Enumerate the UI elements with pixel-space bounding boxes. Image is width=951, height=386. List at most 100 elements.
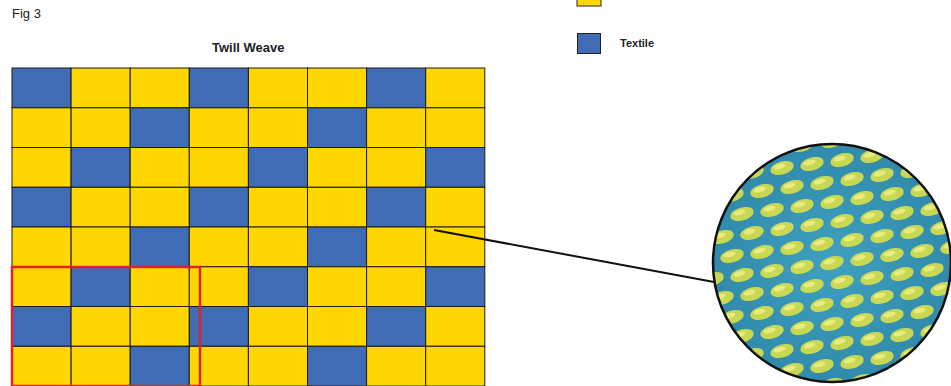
yarn-highlight bbox=[903, 105, 916, 113]
yarn-highlight bbox=[783, 182, 796, 190]
yarn-float bbox=[749, 121, 776, 140]
yarn-float bbox=[609, 221, 636, 240]
yarn-highlight bbox=[653, 179, 666, 187]
yarn-float bbox=[809, 174, 836, 193]
weave-cell bbox=[130, 108, 189, 148]
yarn-float bbox=[949, 196, 951, 215]
weave-cell bbox=[130, 68, 189, 108]
yarn-highlight bbox=[903, 288, 916, 296]
yarn-highlight bbox=[813, 178, 826, 186]
yarn-highlight bbox=[683, 236, 696, 244]
yarn-highlight bbox=[833, 155, 846, 163]
weave-cell bbox=[367, 346, 426, 386]
yarn-highlight bbox=[873, 170, 886, 178]
yarn-float bbox=[579, 225, 606, 244]
weave-cell bbox=[130, 307, 189, 347]
yarn-highlight bbox=[853, 315, 866, 323]
weave-cell bbox=[189, 267, 248, 307]
weave-cell bbox=[248, 267, 307, 307]
yarn-float bbox=[839, 170, 866, 189]
yarn-float bbox=[779, 239, 806, 258]
yarn-highlight bbox=[843, 174, 856, 182]
weave-cell bbox=[130, 148, 189, 188]
weave-cell bbox=[12, 68, 71, 108]
weave-cell bbox=[12, 346, 71, 386]
yarn-highlight bbox=[803, 98, 816, 106]
weave-cell bbox=[189, 307, 248, 347]
yarn-float bbox=[749, 304, 776, 323]
yarn-highlight bbox=[573, 210, 586, 218]
weave-cell bbox=[426, 346, 485, 386]
yarn-highlight bbox=[803, 281, 816, 289]
yarn-highlight bbox=[903, 227, 916, 235]
weave-cell bbox=[367, 187, 426, 227]
yarn-highlight bbox=[813, 117, 826, 125]
yarn-float bbox=[789, 319, 816, 338]
yarn-float bbox=[619, 118, 646, 137]
yarn-highlight bbox=[723, 373, 736, 381]
yarn-float bbox=[759, 323, 786, 342]
yarn-float bbox=[899, 345, 926, 364]
yarn-highlight bbox=[933, 284, 946, 292]
yarn-highlight bbox=[733, 270, 746, 278]
yarn-highlight bbox=[763, 205, 776, 213]
weave-cell bbox=[189, 187, 248, 227]
magnifier-ring bbox=[713, 144, 951, 382]
yarn-float bbox=[539, 149, 566, 168]
yarn-highlight bbox=[723, 251, 736, 259]
yarn-float bbox=[709, 106, 736, 125]
repeat-highlight bbox=[12, 267, 200, 386]
yarn-highlight bbox=[743, 228, 756, 236]
yarn-float bbox=[789, 258, 816, 277]
yarn-float bbox=[849, 250, 876, 269]
yarn-float bbox=[659, 316, 686, 335]
yarn-float bbox=[669, 213, 696, 232]
yarn-highlight bbox=[823, 197, 836, 205]
yarn-highlight bbox=[923, 204, 936, 212]
yarn-float bbox=[789, 197, 816, 216]
yarn-float bbox=[869, 166, 896, 185]
yarn-highlight bbox=[533, 134, 546, 142]
weave-cell bbox=[367, 267, 426, 307]
weave-cell bbox=[12, 148, 71, 188]
yarn-highlight bbox=[823, 319, 836, 327]
yarn-float bbox=[769, 159, 796, 178]
yarn-float bbox=[749, 365, 776, 384]
yarn-highlight bbox=[763, 327, 776, 335]
yarn-highlight bbox=[893, 330, 906, 338]
weave-cell bbox=[426, 108, 485, 148]
yarn-float bbox=[649, 297, 676, 316]
yarn-float bbox=[629, 320, 656, 339]
yarn-highlight bbox=[543, 153, 556, 161]
yarn-float bbox=[659, 377, 686, 386]
weave-cell bbox=[189, 148, 248, 188]
yarn-highlight bbox=[643, 221, 656, 229]
yarn-highlight bbox=[923, 265, 936, 273]
weave-cell bbox=[367, 148, 426, 188]
weave-cell bbox=[71, 148, 130, 188]
yarn-highlight bbox=[653, 118, 666, 126]
yarn-float bbox=[559, 187, 586, 206]
yarn-highlight bbox=[623, 244, 636, 252]
weave-cell bbox=[248, 187, 307, 227]
legend-label: Textile bbox=[620, 37, 654, 49]
yarn-float bbox=[819, 254, 846, 273]
weave-cell bbox=[130, 267, 189, 307]
yarn-highlight bbox=[893, 208, 906, 216]
yarn-highlight bbox=[553, 172, 566, 180]
legend-swatch-partial bbox=[577, 0, 601, 6]
yarn-highlight bbox=[593, 187, 606, 195]
yarn-float bbox=[809, 357, 836, 376]
yarn-highlight bbox=[613, 286, 626, 294]
yarn-highlight bbox=[863, 212, 876, 220]
yarn-float bbox=[859, 330, 886, 349]
yarn-highlight bbox=[613, 164, 626, 172]
yarn-float bbox=[919, 261, 946, 280]
yarn-highlight bbox=[853, 254, 866, 262]
yarn-float bbox=[739, 346, 766, 365]
yarn-highlight bbox=[833, 277, 846, 285]
yarn-float bbox=[709, 350, 736, 369]
yarn-float bbox=[819, 193, 846, 212]
yarn-highlight bbox=[793, 384, 806, 386]
yarn-highlight bbox=[683, 175, 696, 183]
